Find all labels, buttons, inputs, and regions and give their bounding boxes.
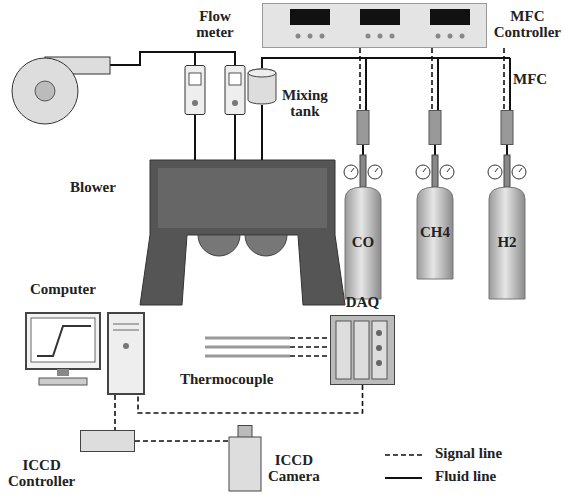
computer: Computer bbox=[25, 312, 145, 395]
node-label: MFC bbox=[513, 72, 547, 88]
gas-cylinder-shape bbox=[343, 155, 383, 300]
signal-line bbox=[114, 395, 116, 430]
node-label: Computer bbox=[30, 282, 96, 298]
gas-cylinder-shape bbox=[415, 155, 455, 280]
node-label: H2 bbox=[487, 235, 527, 251]
blower: Blower bbox=[10, 55, 110, 125]
node-label: Thermocouple bbox=[180, 372, 273, 388]
flow-meter-shape bbox=[183, 65, 247, 115]
flow-meter: Flow meter bbox=[183, 65, 247, 115]
thermocouple: Thermocouple bbox=[205, 336, 290, 360]
signal-line bbox=[135, 440, 228, 442]
mixing-tank: Mixing tank bbox=[247, 68, 277, 105]
node-label: Blower bbox=[70, 180, 116, 196]
fluid-line bbox=[506, 145, 508, 155]
legend-label: Signal line bbox=[435, 445, 502, 462]
thermocouple-shape bbox=[205, 336, 290, 360]
mixing-tank-shape bbox=[247, 68, 277, 105]
burner-nozzle bbox=[198, 235, 240, 256]
gas-cylinder-shape bbox=[487, 155, 527, 300]
controller-box: MFC Controller bbox=[262, 3, 487, 48]
fluid-line bbox=[234, 115, 236, 160]
node-label: DAQ bbox=[346, 295, 379, 311]
burner-nozzle bbox=[245, 235, 287, 256]
fluid-line bbox=[434, 145, 436, 155]
node-label: CH4 bbox=[415, 225, 455, 241]
node-label: ICCD Camera bbox=[268, 453, 320, 485]
node-label: Mixing tank bbox=[282, 88, 328, 120]
housing-face bbox=[158, 168, 327, 228]
burner-housing bbox=[140, 160, 345, 305]
iccd-camera: ICCD Camera bbox=[228, 425, 262, 492]
mfc-valves: MFC bbox=[345, 110, 520, 145]
node-label: CO bbox=[343, 235, 383, 251]
gas-cylinder: H2 bbox=[487, 155, 527, 300]
fluid-line bbox=[194, 115, 196, 160]
fluid-line bbox=[362, 145, 364, 155]
gas-cylinder: CO bbox=[343, 155, 383, 300]
fluid-line bbox=[110, 52, 235, 65]
computer-shape bbox=[25, 312, 145, 395]
node-label: Flow meter bbox=[196, 9, 233, 41]
iccd-controller: ICCD Controller bbox=[80, 430, 135, 452]
signal-line bbox=[360, 48, 504, 110]
legend-label: Fluid line bbox=[435, 468, 496, 485]
daq-unit: DAQ bbox=[330, 315, 395, 385]
signal-line bbox=[138, 385, 363, 413]
daq-unit-shape bbox=[330, 315, 395, 385]
blower-shape bbox=[10, 55, 110, 125]
node-label: ICCD Controller bbox=[8, 458, 75, 490]
signal-line bbox=[290, 338, 330, 356]
controller-box-shape bbox=[262, 3, 487, 48]
legend-sample bbox=[385, 454, 422, 456]
legend-sample bbox=[385, 477, 422, 479]
iccd-camera-shape bbox=[228, 425, 262, 492]
iccd-controller-shape bbox=[80, 430, 135, 452]
gas-cylinder: CH4 bbox=[415, 155, 455, 280]
mfc-valves-shape bbox=[345, 110, 520, 145]
node-label: MFC Controller bbox=[494, 9, 561, 41]
fluid-line bbox=[261, 105, 263, 160]
